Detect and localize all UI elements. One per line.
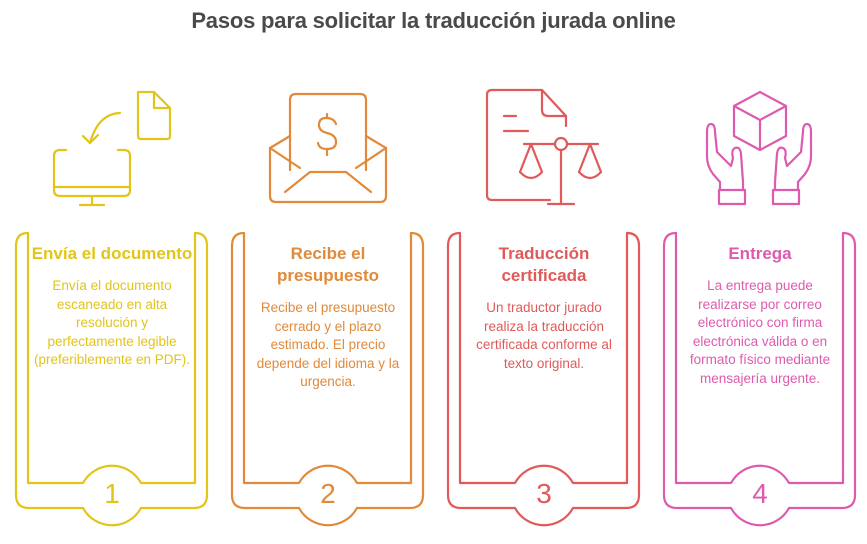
computer-receive-document-icon: [52, 90, 172, 207]
step-3-number: 3: [536, 478, 552, 509]
page-title: Pasos para solicitar la traducción jurad…: [191, 8, 676, 33]
step-2-frame: [230, 231, 425, 527]
hands-box-icon: [705, 90, 813, 206]
step-3-frame: [446, 231, 641, 527]
step-3-description: Un traductor jurado realiza la traducció…: [476, 300, 612, 371]
step-1-number: 1: [104, 478, 120, 509]
step-2-card: Recibe el presupuesto Recibe el presupue…: [243, 243, 413, 392]
step-4-title: Entrega: [728, 244, 792, 263]
step-4-frame: [662, 231, 857, 527]
step-2-description: Recibe el presupuesto cerrado y el plazo…: [256, 300, 400, 389]
step-4-card: Entrega La entrega puede realizarse por …: [675, 243, 845, 388]
step-1-frame: [14, 231, 209, 527]
step-1-title: Envía el documento: [31, 244, 193, 263]
step-2-title: Recibe el presupuesto: [276, 244, 380, 285]
step-1-description: Envía el documento escaneado en alta res…: [33, 278, 191, 367]
step-1-card: Envía el documento Envía el documento es…: [27, 243, 197, 370]
step-2-number: 2: [320, 478, 336, 509]
step-4-description: La entrega puede realizarse por correo e…: [689, 278, 831, 386]
step-3-card: Traducción certificada Un traductor jura…: [459, 243, 629, 373]
step-3-title: Traducción certificada: [498, 244, 590, 285]
document-scales-icon: [485, 88, 603, 206]
envelope-dollar-icon: [268, 92, 388, 204]
step-4-number: 4: [752, 478, 768, 509]
